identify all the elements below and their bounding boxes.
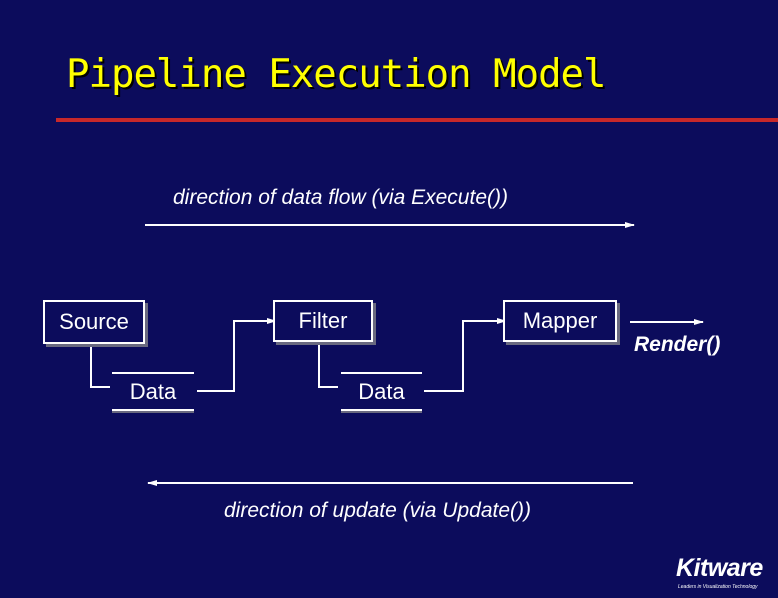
source-label: Source [59,309,129,334]
title-divider [56,118,778,122]
slide-title: Pipeline Execution Model [66,52,607,97]
update-direction-label: direction of update (via Update()) [224,499,531,522]
data-to-mapper-connector [424,318,507,392]
filter-to-data-connector [318,341,338,388]
data-to-filter-connector [197,318,277,392]
logo-tagline: Leaders in Visualization Technology [678,584,758,590]
filter-box: Filter [273,300,373,342]
kitware-logo: Kitware [676,554,763,582]
data-flow-label: direction of data flow (via Execute()) [173,186,508,209]
data-object-1: Data [112,372,194,411]
data-object-2: Data [341,372,422,411]
mapper-box: Mapper [503,300,617,342]
source-to-data-connector [90,345,110,388]
source-box: Source [43,300,145,344]
render-label: Render() [634,333,721,356]
filter-label: Filter [298,308,348,333]
mapper-label: Mapper [522,308,598,333]
